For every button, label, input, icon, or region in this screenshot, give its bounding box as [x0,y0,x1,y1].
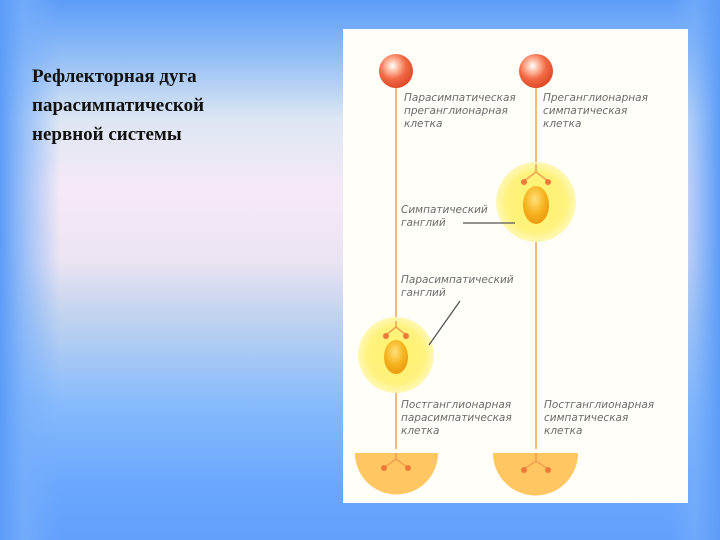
parasympathetic-pathway [355,54,438,495]
title-line-2: парасимпатической [32,95,205,116]
sympathetic-pathway [493,54,578,496]
label-symp-preganglionic: Преганглионарная симпатическая клетка [543,92,648,130]
reflex-arc-diagram: Парасимпатическая преганглионарная клетк… [343,29,688,503]
label-para-postganglionic: Постганглионарная парасимпатическая клет… [401,399,512,437]
para-ganglion-pointer [428,300,461,346]
diagram-graphics [355,54,578,496]
parasympathetic-ganglion-cell [384,340,408,374]
parasympathetic-target-organ [355,453,438,495]
title-line-1: Рефлекторная дуга [32,66,197,87]
background-left-glow [0,0,60,540]
label-symp-ganglion: Симпатический ганглий [401,204,488,229]
title-line-3: нервной системы [32,124,182,145]
slide-title: Рефлекторная дуга парасимпатической нерв… [32,62,332,149]
sympathetic-preganglionic-neuron [519,54,553,88]
parasympathetic-preganglionic-neuron [379,54,413,88]
label-para-ganglion: Парасимпатический ганглий [401,274,514,299]
sympathetic-ganglion-cell [523,186,549,224]
label-para-preganglionic: Парасимпатическая преганглионарная клетк… [404,92,516,130]
sympathetic-target-organ [493,453,578,496]
label-symp-postganglionic: Постганглионарная симпатическая клетка [544,399,655,437]
